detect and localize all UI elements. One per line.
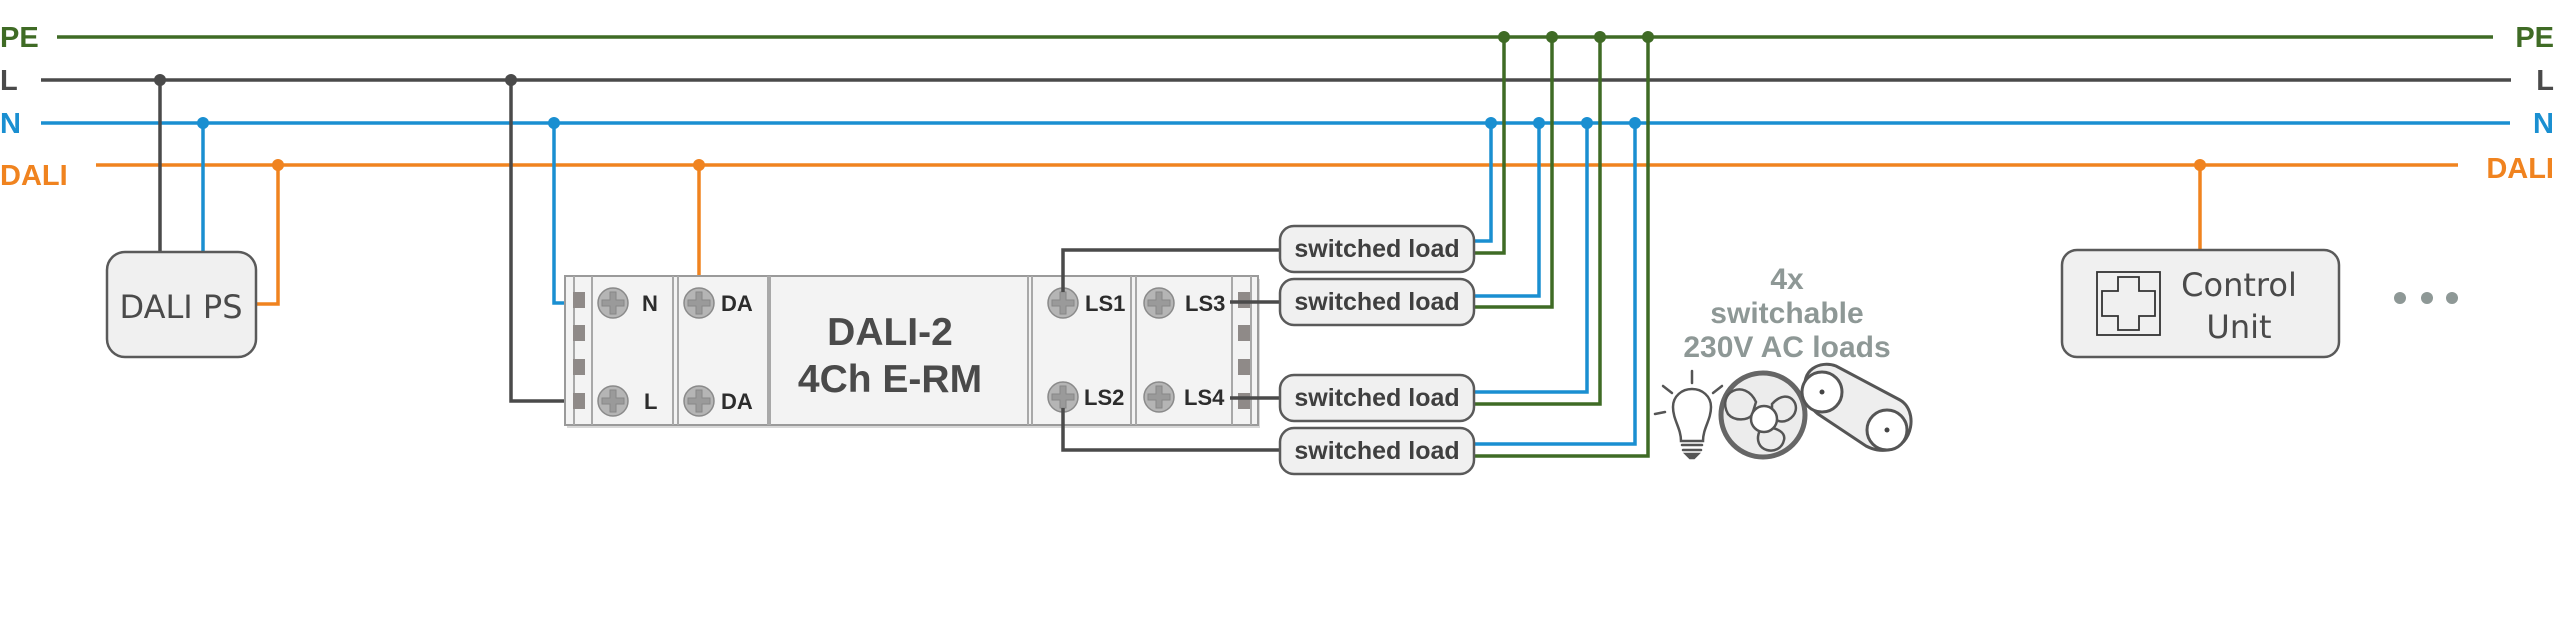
junction-dot [693, 159, 705, 171]
terminal-da-1-label: DA [721, 291, 753, 316]
terminal-n-label: N [642, 291, 658, 316]
pe-label-left: PE [0, 22, 39, 54]
switched-load-label: switched load [1294, 437, 1459, 465]
load2-n-wire [1474, 123, 1541, 298]
terminal-da-2[interactable]: DA [683, 385, 753, 417]
terminal-da-1[interactable]: DA [683, 287, 753, 319]
switched-load-box[interactable] [1278, 224, 1476, 274]
junction-dot [1629, 117, 1641, 129]
screw-icon [1047, 287, 1079, 319]
screw-icon [1047, 381, 1079, 413]
l-label-left: L [0, 65, 18, 97]
screw-icon [683, 287, 715, 319]
dali-power-supply[interactable]: DALI PS [105, 250, 258, 359]
dali-relay-module[interactable]: DALI-2 4Ch E-RM N L DA DA LS1 LS2 [564, 275, 1260, 428]
light-bulb-icon [1653, 369, 1724, 460]
more-devices-ellipsis [2394, 292, 2458, 304]
power-supply-wiring [158, 80, 280, 306]
junction-dot [548, 117, 560, 129]
switched-load-1[interactable]: switched load [1278, 224, 1476, 274]
terminal-ls3-label: LS3 [1185, 291, 1225, 316]
junction-dot [1594, 31, 1606, 43]
bus-lines [41, 35, 2511, 167]
terminal-ls1[interactable]: LS1 [1047, 287, 1125, 319]
junction-dot [1533, 117, 1545, 129]
switched-load-label: switched load [1294, 288, 1459, 316]
load1-n-wire [1474, 123, 1493, 243]
screw-icon [597, 385, 629, 417]
screw-icon [1143, 287, 1175, 319]
ls2-wire [1061, 408, 1280, 452]
control-unit[interactable]: Control Unit [2060, 248, 2341, 359]
terminal-da-2-label: DA [721, 389, 753, 414]
control-unit-icon [2096, 271, 2161, 336]
junction-dot [1485, 117, 1497, 129]
terminal-ls4-label: LS4 [1184, 385, 1225, 410]
terminal-l-label: L [644, 389, 657, 414]
switched-load-2[interactable]: switched load [1278, 277, 1476, 327]
load-junction-dots [1485, 31, 1654, 129]
load2-pe-wire [1474, 37, 1554, 309]
junction-dot [2194, 159, 2206, 171]
left-clip-blocks [573, 292, 585, 409]
module-title-line1: DALI-2 [827, 311, 953, 354]
caption-line2: switchable [1710, 297, 1863, 330]
terminal-l[interactable]: L [597, 385, 657, 417]
module-title-line2: 4Ch E-RM [798, 358, 982, 401]
terminal-ls2[interactable]: LS2 [1047, 381, 1124, 413]
load3-pe-wire [1474, 37, 1602, 406]
control-unit-label-line2: Unit [2206, 308, 2271, 346]
belt-drive-icon [1800, 362, 1913, 452]
load4-n-wire [1474, 123, 1637, 446]
load1-pe-wire [1474, 37, 1506, 255]
switched-load-label: switched load [1294, 384, 1459, 412]
load4-pe-wire [1474, 37, 1650, 458]
dali-label-right: DALI [2486, 153, 2554, 185]
terminal-ls2-label: LS2 [1084, 385, 1124, 410]
junction-dot [272, 159, 284, 171]
switched-load-box[interactable] [1278, 277, 1476, 327]
output-wiring [1061, 248, 1280, 452]
power-supply-box[interactable] [105, 250, 258, 359]
screw-icon [597, 287, 629, 319]
caption-line1: 4x [1770, 263, 1804, 296]
load-return-wiring [1474, 37, 1650, 458]
ps-dali-wire [256, 165, 280, 306]
pe-label-right: PE [2515, 22, 2554, 54]
junction-dot [1642, 31, 1654, 43]
terminal-ls4[interactable]: LS4 [1143, 381, 1225, 413]
caption-line3: 230V AC loads [1683, 331, 1890, 364]
terminal-ls3[interactable]: LS3 [1143, 287, 1225, 319]
fan-icon [1718, 370, 1808, 460]
dali-label-left: DALI [0, 160, 68, 192]
ls1-wire [1061, 248, 1280, 292]
junction-dot [154, 74, 166, 86]
junction-dot [1581, 117, 1593, 129]
load3-n-wire [1474, 123, 1589, 394]
screw-icon [683, 385, 715, 417]
switched-load-label: switched load [1294, 235, 1459, 263]
control-unit-label-line1: Control [2181, 266, 2297, 304]
switched-load-box[interactable] [1278, 426, 1476, 476]
terminal-n[interactable]: N [597, 287, 658, 319]
junction-dot [197, 117, 209, 129]
l-label-right: L [2536, 65, 2554, 97]
junction-dot [505, 74, 517, 86]
junction-dot [1546, 31, 1558, 43]
n-label-right: N [2533, 108, 2554, 140]
module-body [564, 275, 1259, 426]
screw-icon [1143, 381, 1175, 413]
switched-load-box[interactable] [1278, 373, 1476, 423]
switched-load-4[interactable]: switched load [1278, 426, 1476, 476]
junction-dot [1498, 31, 1510, 43]
terminal-ls1-label: LS1 [1085, 291, 1125, 316]
n-label-left: N [0, 108, 21, 140]
switched-load-3[interactable]: switched load [1278, 373, 1476, 423]
load-caption: 4x switchable 230V AC loads [1683, 263, 1890, 364]
power-supply-label: DALI PS [119, 288, 242, 326]
